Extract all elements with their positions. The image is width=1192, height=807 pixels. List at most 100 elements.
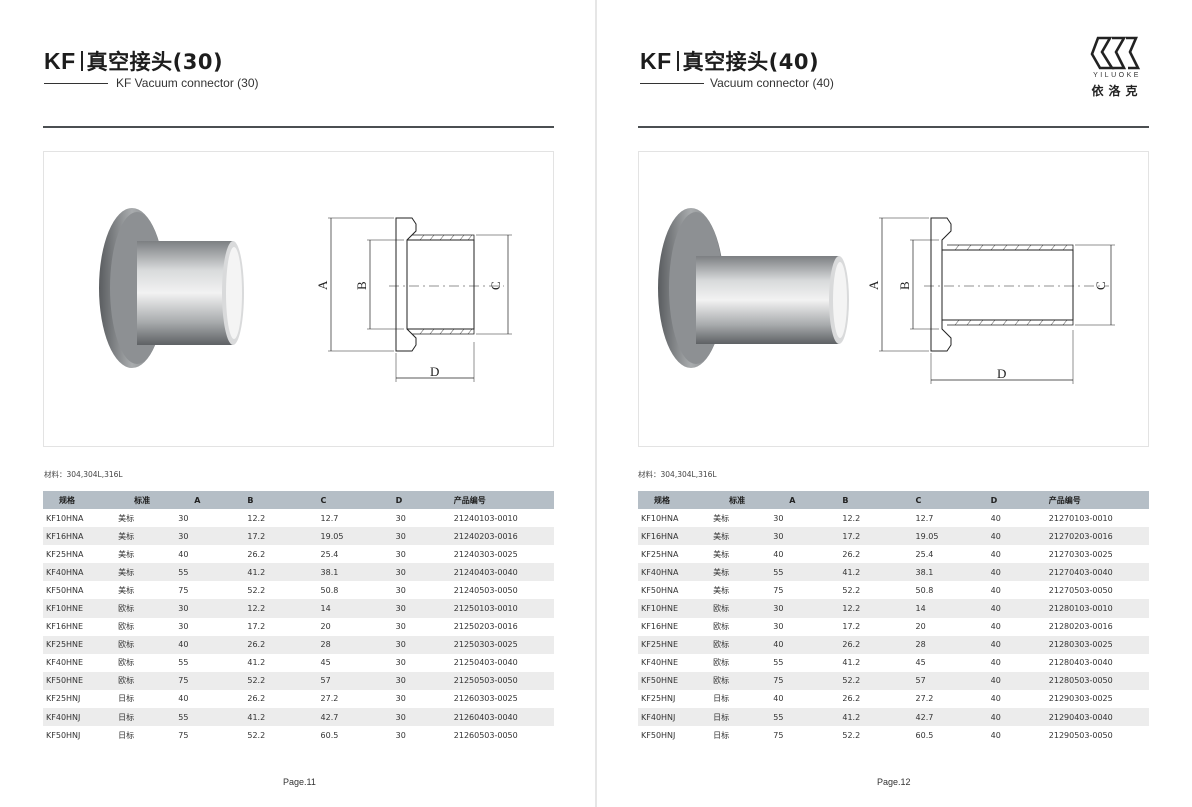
header-rule — [43, 126, 554, 128]
table-cell: 21240403-0040 — [453, 563, 554, 582]
page-number: Page.12 — [877, 777, 911, 787]
table-cell: 30 — [395, 599, 454, 618]
table-cell: 20 — [915, 617, 991, 636]
table-cell: 欧标 — [118, 617, 179, 636]
table-cell: 40 — [773, 545, 843, 564]
column-header: 产品编号 — [453, 491, 554, 509]
table-cell: 45 — [320, 653, 396, 672]
table-cell: 55 — [773, 708, 843, 727]
table-cell: 50.8 — [320, 581, 396, 600]
table-cell: 日标 — [118, 689, 179, 709]
table-cell: 日标 — [713, 689, 774, 709]
table-cell: 21290303-0025 — [1048, 689, 1149, 709]
table-cell: 40 — [990, 689, 1049, 709]
table-cell: 21280503-0050 — [1048, 671, 1149, 690]
table-cell: 21250403-0040 — [453, 653, 554, 672]
table-cell: 21270103-0010 — [1048, 509, 1149, 528]
table-cell: 60.5 — [915, 726, 991, 745]
table-cell: 21260503-0050 — [453, 726, 554, 745]
table-cell: 40 — [990, 671, 1049, 690]
table-cell: 美标 — [713, 581, 774, 600]
table-cell: 欧标 — [713, 653, 774, 672]
table-cell: 21270503-0050 — [1048, 581, 1149, 600]
table-cell: KF10HNE — [638, 599, 714, 618]
material-note: 材料：304,304L,316L — [44, 470, 123, 479]
table-cell: 57 — [320, 671, 396, 690]
table-cell: 60.5 — [320, 726, 396, 745]
table-cell: KF25HNE — [43, 635, 119, 654]
table-cell: 日标 — [118, 708, 179, 727]
logo-mark-icon — [1090, 36, 1141, 70]
table-cell: 41.2 — [842, 653, 916, 672]
table-cell: KF25HNJ — [43, 689, 119, 709]
subtitle-line — [44, 83, 108, 84]
table-cell: 30 — [395, 527, 454, 546]
table-cell: 52.2 — [842, 726, 916, 745]
table-cell: 26.2 — [842, 689, 916, 709]
table-cell: 12.7 — [915, 509, 991, 528]
table-cell: KF10HNA — [43, 509, 119, 528]
table-cell: 21250303-0025 — [453, 635, 554, 654]
table-cell: 美标 — [713, 563, 774, 582]
table-header-row: 规格 标准 A B C D 产品编号 — [43, 491, 554, 509]
table-cell: 40 — [990, 617, 1049, 636]
table-cell: 41.2 — [247, 563, 321, 582]
table-cell: 40 — [990, 581, 1049, 600]
table-cell: KF50HNE — [638, 671, 714, 690]
table-cell: 21240203-0016 — [453, 527, 554, 546]
table-cell: 28 — [915, 635, 991, 654]
table-cell: KF10HNA — [638, 509, 714, 528]
table-cell: KF40HNJ — [638, 708, 714, 727]
column-header: B — [247, 491, 321, 509]
table-cell: 26.2 — [247, 545, 321, 564]
table-cell: 欧标 — [713, 671, 774, 690]
table-cell: 30 — [178, 617, 248, 636]
dimension-label-a: A — [866, 280, 881, 290]
table-cell: 日标 — [118, 726, 179, 745]
table-cell: 27.2 — [320, 689, 396, 709]
table-cell: 21290403-0040 — [1048, 708, 1149, 727]
table-cell: KF40HNE — [43, 653, 119, 672]
connector-technical-drawing — [328, 217, 512, 382]
table-cell: 19.05 — [320, 527, 396, 546]
table-cell: KF25HNE — [638, 635, 714, 654]
table-cell: 美标 — [118, 527, 179, 546]
table-cell: 50.8 — [915, 581, 991, 600]
table-cell: KF50HNA — [43, 581, 119, 600]
table-cell: KF25HNJ — [638, 689, 714, 709]
table-cell: 40 — [990, 527, 1049, 546]
table-cell: KF50HNA — [638, 581, 714, 600]
column-header: 规格 — [43, 491, 119, 509]
column-header: 产品编号 — [1048, 491, 1149, 509]
table-cell: 14 — [915, 599, 991, 618]
table-cell: 欧标 — [118, 635, 179, 654]
table-cell: 55 — [178, 708, 248, 727]
table-cell: 欧标 — [713, 617, 774, 636]
product-figure: A B C D — [638, 151, 1149, 447]
table-cell: 55 — [178, 653, 248, 672]
table-cell: 57 — [915, 671, 991, 690]
table-cell: 45 — [915, 653, 991, 672]
table-cell: 30 — [395, 581, 454, 600]
header-rule — [638, 126, 1149, 128]
table-cell: 30 — [395, 708, 454, 727]
table-cell: 欧标 — [713, 599, 774, 618]
table-cell: 41.2 — [247, 708, 321, 727]
table-cell: 12.2 — [247, 509, 321, 528]
table-cell: 52.2 — [842, 581, 916, 600]
table-cell: 欧标 — [118, 671, 179, 690]
